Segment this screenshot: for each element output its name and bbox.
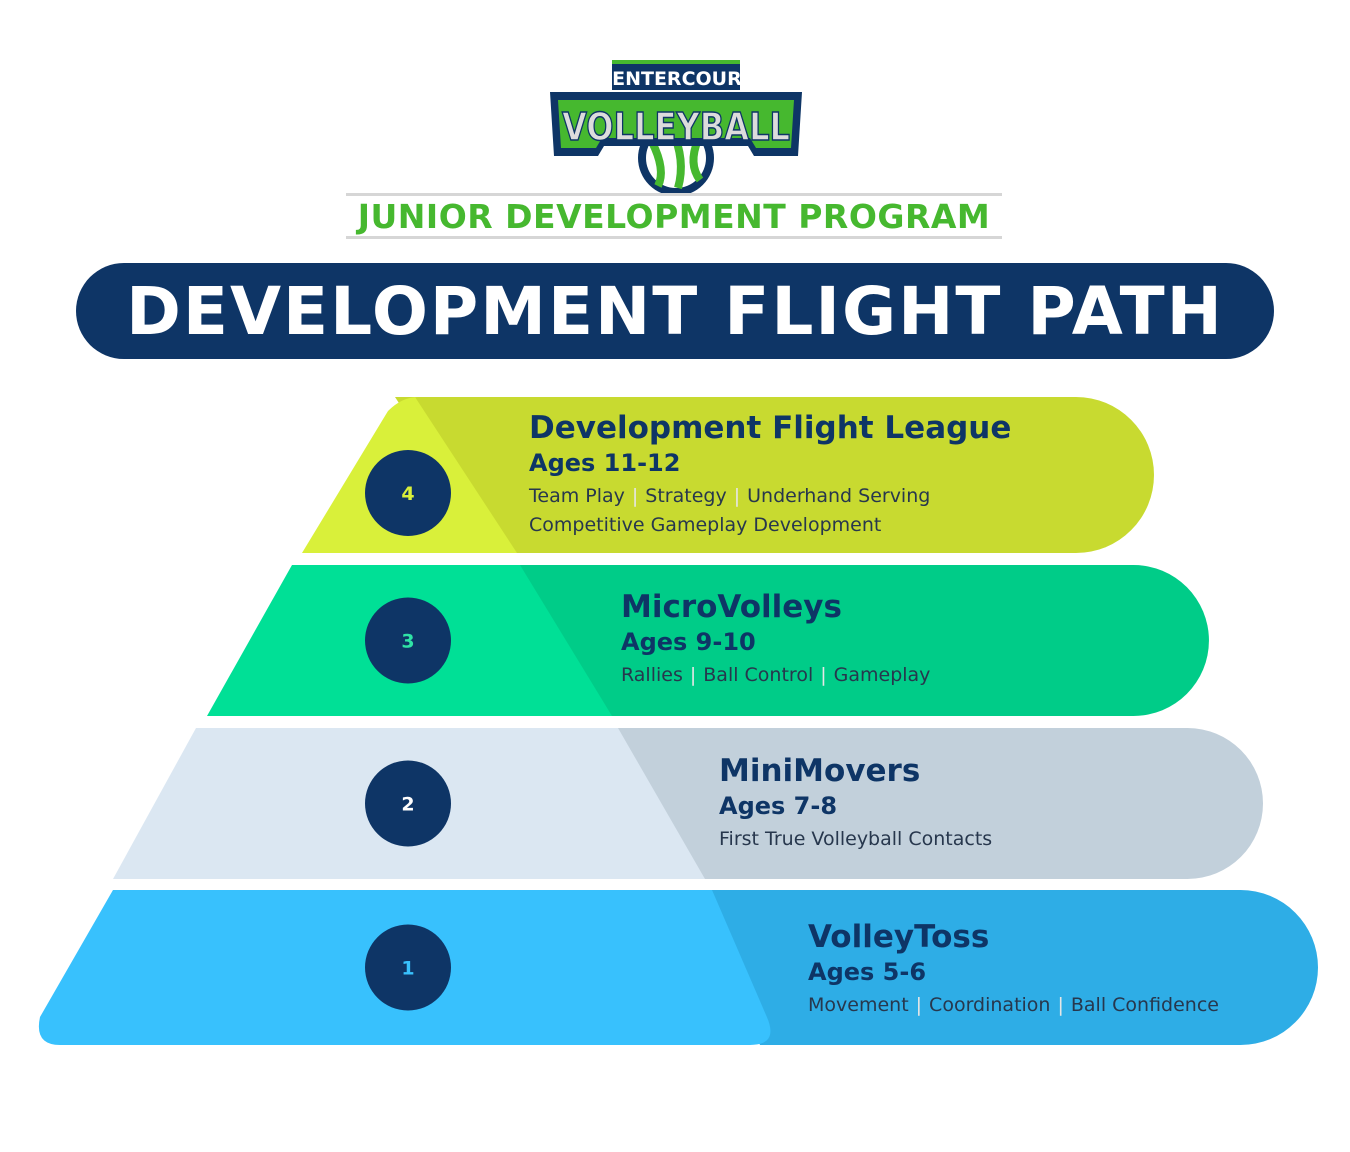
skill-item: Gameplay bbox=[833, 664, 931, 686]
tier-band bbox=[692, 889, 1318, 1045]
tier-2-skills: First True Volleyball Contacts bbox=[719, 825, 992, 854]
tier-number-badge bbox=[365, 924, 451, 1011]
tier-number-badge bbox=[365, 597, 451, 684]
tier-1-info: VolleyToss Ages 5-6 Movement|Coordinatio… bbox=[808, 919, 1219, 1020]
skill-item: First True Volleyball Contacts bbox=[719, 828, 993, 850]
program-subtitle-box: JUNIOR DEVELOPMENT PROGRAM bbox=[346, 193, 1002, 239]
tier-number: 1 bbox=[401, 958, 414, 980]
skill-item: Movement bbox=[808, 994, 909, 1016]
skill-item: Competitive Gameplay Development bbox=[529, 514, 882, 536]
tier-1-ages: Ages 5-6 bbox=[808, 958, 927, 986]
centercourt-volleyball-logo: CENTERCOURT VOLLEYBALL bbox=[550, 60, 802, 196]
tier-number-badge bbox=[365, 760, 451, 847]
skill-item: Strategy bbox=[645, 485, 727, 507]
skill-item: Ball Confidence bbox=[1070, 994, 1219, 1016]
page-title: DEVELOPMENT FLIGHT PATH bbox=[126, 272, 1224, 350]
tier-3-skills: Rallies|Ball Control|Gameplay bbox=[621, 664, 931, 686]
logo-top-text: CENTERCOURT bbox=[598, 68, 754, 90]
logo-main-text: VOLLEYBALL bbox=[562, 105, 790, 149]
program-subtitle: JUNIOR DEVELOPMENT PROGRAM bbox=[357, 196, 991, 236]
tier-band bbox=[598, 728, 1263, 879]
tier-number: 3 bbox=[401, 631, 414, 653]
skill-item: Ball Control bbox=[703, 664, 814, 686]
tier-4-name: Development Flight League bbox=[529, 410, 1012, 446]
skill-item: Rallies bbox=[621, 664, 683, 686]
tier-4-info: Development Flight League Ages 11-12 Tea… bbox=[529, 410, 1011, 540]
skill-item: Underhand Serving bbox=[747, 485, 931, 507]
tier-number-badge bbox=[365, 450, 451, 536]
tier-number: 4 bbox=[401, 483, 414, 505]
tier-2-name: MiniMovers bbox=[719, 753, 921, 789]
tier-number: 2 bbox=[401, 794, 414, 816]
tier-1-skills: Movement|Coordination|Ball Confidence bbox=[808, 994, 1219, 1016]
tier-2: 2 bbox=[113, 728, 1263, 879]
skill-item: Coordination bbox=[929, 994, 1051, 1016]
tier-3-ages: Ages 9-10 bbox=[621, 628, 756, 656]
tier-1-name: VolleyToss bbox=[808, 919, 990, 955]
tier-3-info: MicroVolleys Ages 9-10 Rallies|Ball Cont… bbox=[621, 589, 930, 690]
tier-4-skills: Team Play|Strategy|Underhand Serving Com… bbox=[529, 482, 1011, 540]
tier-2-ages: Ages 7-8 bbox=[719, 792, 838, 820]
tier-4-ages: Ages 11-12 bbox=[529, 449, 681, 477]
tier-band bbox=[395, 397, 1154, 553]
tier-1: 1 bbox=[38, 889, 1318, 1045]
tier-band bbox=[500, 565, 1209, 716]
skill-item: Team Play bbox=[529, 485, 625, 507]
tier-4: 4 bbox=[302, 397, 1154, 553]
title-banner: DEVELOPMENT FLIGHT PATH bbox=[76, 263, 1274, 359]
tier-3: 3 bbox=[207, 565, 1209, 716]
tier-2-info: MiniMovers Ages 7-8 First True Volleybal… bbox=[719, 753, 992, 854]
tier-3-name: MicroVolleys bbox=[621, 589, 842, 625]
